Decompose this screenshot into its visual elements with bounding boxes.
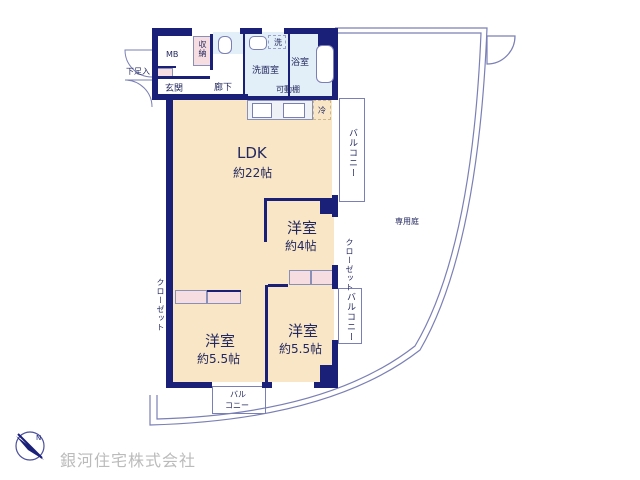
western-room-3-label: 洋室 (288, 322, 319, 340)
wall-top-mid (240, 28, 262, 34)
wall-top-right (284, 28, 336, 34)
balcony-bottom-label-2: コニー (225, 401, 249, 410)
wall-room3-corner (320, 365, 336, 387)
closet-left-label: クローゼット (156, 278, 165, 332)
closet-room-3-a (289, 270, 311, 285)
wall-top-left (152, 28, 192, 36)
mb-label: MB (166, 50, 179, 59)
wall-room1-left (264, 198, 267, 242)
fridge-space (313, 100, 331, 120)
closet-right-label: クローゼット (345, 238, 354, 292)
entrance-label: 玄関 (165, 84, 184, 94)
balcony-bottom-label-1: バル (230, 390, 246, 399)
sink-fixture (249, 36, 267, 50)
washer-space (268, 35, 286, 49)
western-room-1-label: 洋室 (287, 219, 318, 237)
balcony-top (339, 98, 365, 202)
svg-text:N: N (36, 434, 41, 442)
stove-fixture (283, 103, 305, 118)
wall-hall-divider (210, 34, 213, 70)
balcony-bottom (212, 386, 266, 414)
wall-entrance-bottom (152, 94, 248, 100)
ldk-size: 約22帖 (233, 166, 273, 180)
wall-bottom-left (166, 382, 212, 388)
balcony-mid (338, 288, 362, 344)
storage-label: 収納 (198, 40, 207, 58)
western-room-3-size: 約5.5帖 (279, 342, 323, 356)
fridge-label: 冷 (318, 106, 326, 115)
closet-room-2-a (175, 290, 207, 304)
wall-closet-room2 (207, 290, 241, 292)
closet-room-3-b (311, 270, 333, 285)
wall-right-lower (332, 265, 338, 289)
hallway-label: 廊下 (214, 83, 233, 93)
closet-room-2-b (207, 290, 241, 304)
wall-bottom-mid (262, 382, 272, 388)
balcony-mid-label: バルコニー (345, 292, 355, 342)
wall-kitchen-top (245, 96, 335, 100)
kitchen-sink-fixture (252, 103, 272, 118)
wall-bottom-right (314, 382, 338, 388)
wall-mb-bottom (152, 66, 176, 68)
western-room-2-label: 洋室 (205, 332, 236, 350)
western-room-1-size: 約4帖 (285, 239, 317, 253)
balcony-top-label: バルコニー (347, 128, 357, 178)
bathtub-fixture (316, 45, 334, 83)
wall-room1-corner (320, 200, 336, 214)
washroom-label: 洗面室 (252, 66, 280, 76)
western-room-2-floor (172, 290, 266, 382)
shoe-storage-label: 下足入 (126, 67, 150, 76)
wall-left-upper (152, 28, 158, 98)
washer-label: 洗 (274, 38, 282, 47)
wall-entrance-divider (152, 76, 210, 79)
wall-right-main (332, 28, 338, 100)
company-name: 銀河住宅株式会社 (60, 451, 197, 470)
bathroom-label: 浴室 (291, 58, 310, 68)
wall-bath-left (288, 34, 290, 96)
wall-left-main (166, 96, 173, 388)
western-room-2-size: 約5.5帖 (197, 352, 241, 366)
wall-room2-3-divider (265, 285, 268, 385)
private-garden-label: 専用庭 (395, 217, 419, 226)
movable-shelf-label: 可動棚 (276, 85, 300, 94)
wall-room1-top (264, 198, 334, 201)
wall-right-bottom (332, 340, 338, 388)
compass-north-icon: N (12, 428, 48, 464)
toilet-fixture (218, 36, 232, 54)
ldk-label: LDK (237, 144, 267, 162)
wall-room3-top (268, 284, 288, 287)
wall-wash-left (243, 34, 245, 96)
